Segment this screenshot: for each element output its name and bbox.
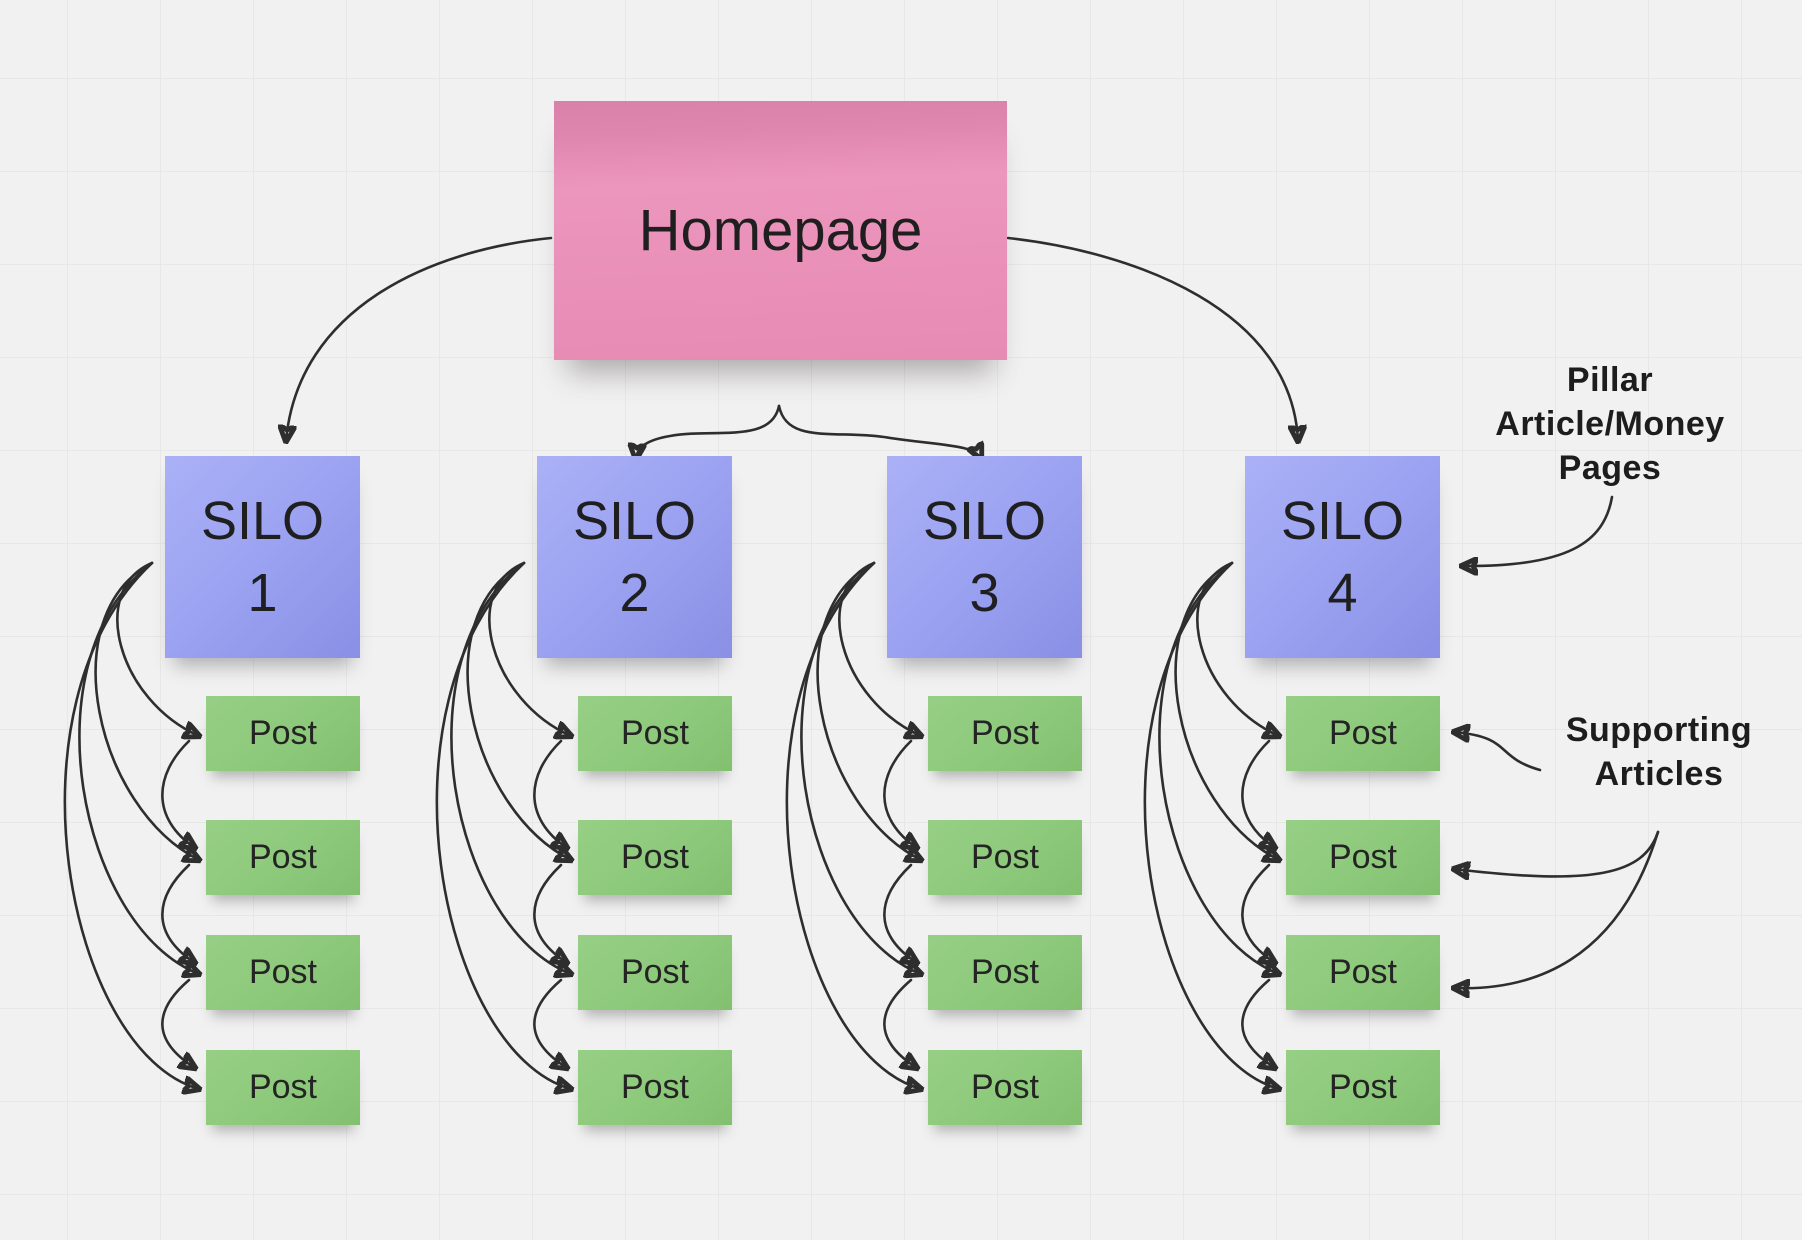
post-sticky-note-silo4-3[interactable]: Post <box>1286 935 1440 1010</box>
post-sticky-note-silo1-1[interactable]: Post <box>206 696 360 771</box>
post-label: Post <box>970 714 1040 752</box>
homepage-sticky-note[interactable]: Homepage <box>554 101 1007 360</box>
arrow-pillar-annotation-to-silo4[interactable] <box>1462 495 1614 566</box>
arrow-silo2-post1-to-post2[interactable] <box>533 739 567 848</box>
silo-label-number: 3 <box>969 563 1000 623</box>
arrow-silo4-post3-to-post4[interactable] <box>1241 978 1275 1068</box>
arrow-homepage-to-silo1[interactable] <box>286 236 553 441</box>
arrow-silo3-post3-to-post4[interactable] <box>883 978 917 1068</box>
post-label: Post <box>1328 953 1398 991</box>
post-label: Post <box>1328 1068 1398 1106</box>
post-label: Post <box>248 1068 318 1106</box>
post-label: Post <box>620 1068 690 1106</box>
post-sticky-note-silo2-3[interactable]: Post <box>578 935 732 1010</box>
post-sticky-note-silo2-1[interactable]: Post <box>578 696 732 771</box>
silo-label-number: 4 <box>1327 563 1358 623</box>
silo-label-word: SILO <box>200 491 325 551</box>
post-sticky-note-silo4-1[interactable]: Post <box>1286 696 1440 771</box>
arrow-supporting-annotation-to-post2[interactable] <box>1454 830 1660 876</box>
arrow-silo1-post3-to-post4[interactable] <box>161 978 195 1068</box>
post-sticky-note-silo4-4[interactable]: Post <box>1286 1050 1440 1125</box>
arrow-silo1-post2-to-post3[interactable] <box>161 863 195 963</box>
post-label: Post <box>1328 714 1398 752</box>
post-label: Post <box>620 838 690 876</box>
post-sticky-note-silo3-2[interactable]: Post <box>928 820 1082 895</box>
arrow-silo2-post3-to-post4[interactable] <box>533 978 567 1068</box>
pillar-annotation-text[interactable]: Pillar Article/Money Pages <box>1495 361 1725 487</box>
post-label: Post <box>970 838 1040 876</box>
post-sticky-note-silo2-4[interactable]: Post <box>578 1050 732 1125</box>
post-sticky-note-silo2-2[interactable]: Post <box>578 820 732 895</box>
post-label: Post <box>970 1068 1040 1106</box>
post-label: Post <box>620 953 690 991</box>
arrow-supporting-annotation-to-post3[interactable] <box>1454 830 1660 988</box>
arrow-silo4-post2-to-post3[interactable] <box>1241 863 1275 963</box>
silo-label-number: 2 <box>619 563 650 623</box>
arrow-homepage-to-silo2[interactable] <box>636 404 781 459</box>
silo-sticky-note-3[interactable]: SILO 3 <box>887 456 1082 658</box>
post-label: Post <box>970 953 1040 991</box>
arrow-homepage-to-silo3[interactable] <box>777 404 981 459</box>
silo-label-number: 1 <box>247 563 278 623</box>
silo-label-word: SILO <box>572 491 697 551</box>
post-label: Post <box>1328 838 1398 876</box>
post-sticky-note-silo3-4[interactable]: Post <box>928 1050 1082 1125</box>
silo-label-word: SILO <box>922 491 1047 551</box>
arrow-silo3-post2-to-post3[interactable] <box>883 863 917 963</box>
silo-sticky-note-1[interactable]: SILO 1 <box>165 456 360 658</box>
arrow-silo3-post1-to-post2[interactable] <box>883 739 917 848</box>
arrow-silo4-post1-to-post2[interactable] <box>1241 739 1275 848</box>
silo-label-word: SILO <box>1280 491 1405 551</box>
silo-sticky-note-2[interactable]: SILO 2 <box>537 456 732 658</box>
post-sticky-note-silo1-4[interactable]: Post <box>206 1050 360 1125</box>
homepage-label: Homepage <box>638 198 923 263</box>
post-sticky-note-silo1-3[interactable]: Post <box>206 935 360 1010</box>
supporting-annotation-text[interactable]: Supporting Articles <box>1565 711 1753 793</box>
post-label: Post <box>248 838 318 876</box>
arrow-homepage-to-silo4[interactable] <box>1006 236 1298 441</box>
arrow-silo1-post1-to-post2[interactable] <box>161 739 195 848</box>
post-sticky-note-silo3-1[interactable]: Post <box>928 696 1082 771</box>
post-label: Post <box>620 714 690 752</box>
post-sticky-note-silo3-3[interactable]: Post <box>928 935 1082 1010</box>
post-label: Post <box>248 714 318 752</box>
post-sticky-note-silo1-2[interactable]: Post <box>206 820 360 895</box>
post-label: Post <box>248 953 318 991</box>
post-sticky-note-silo4-2[interactable]: Post <box>1286 820 1440 895</box>
silo-sticky-note-4[interactable]: SILO 4 <box>1245 456 1440 658</box>
arrow-silo2-post2-to-post3[interactable] <box>533 863 567 963</box>
